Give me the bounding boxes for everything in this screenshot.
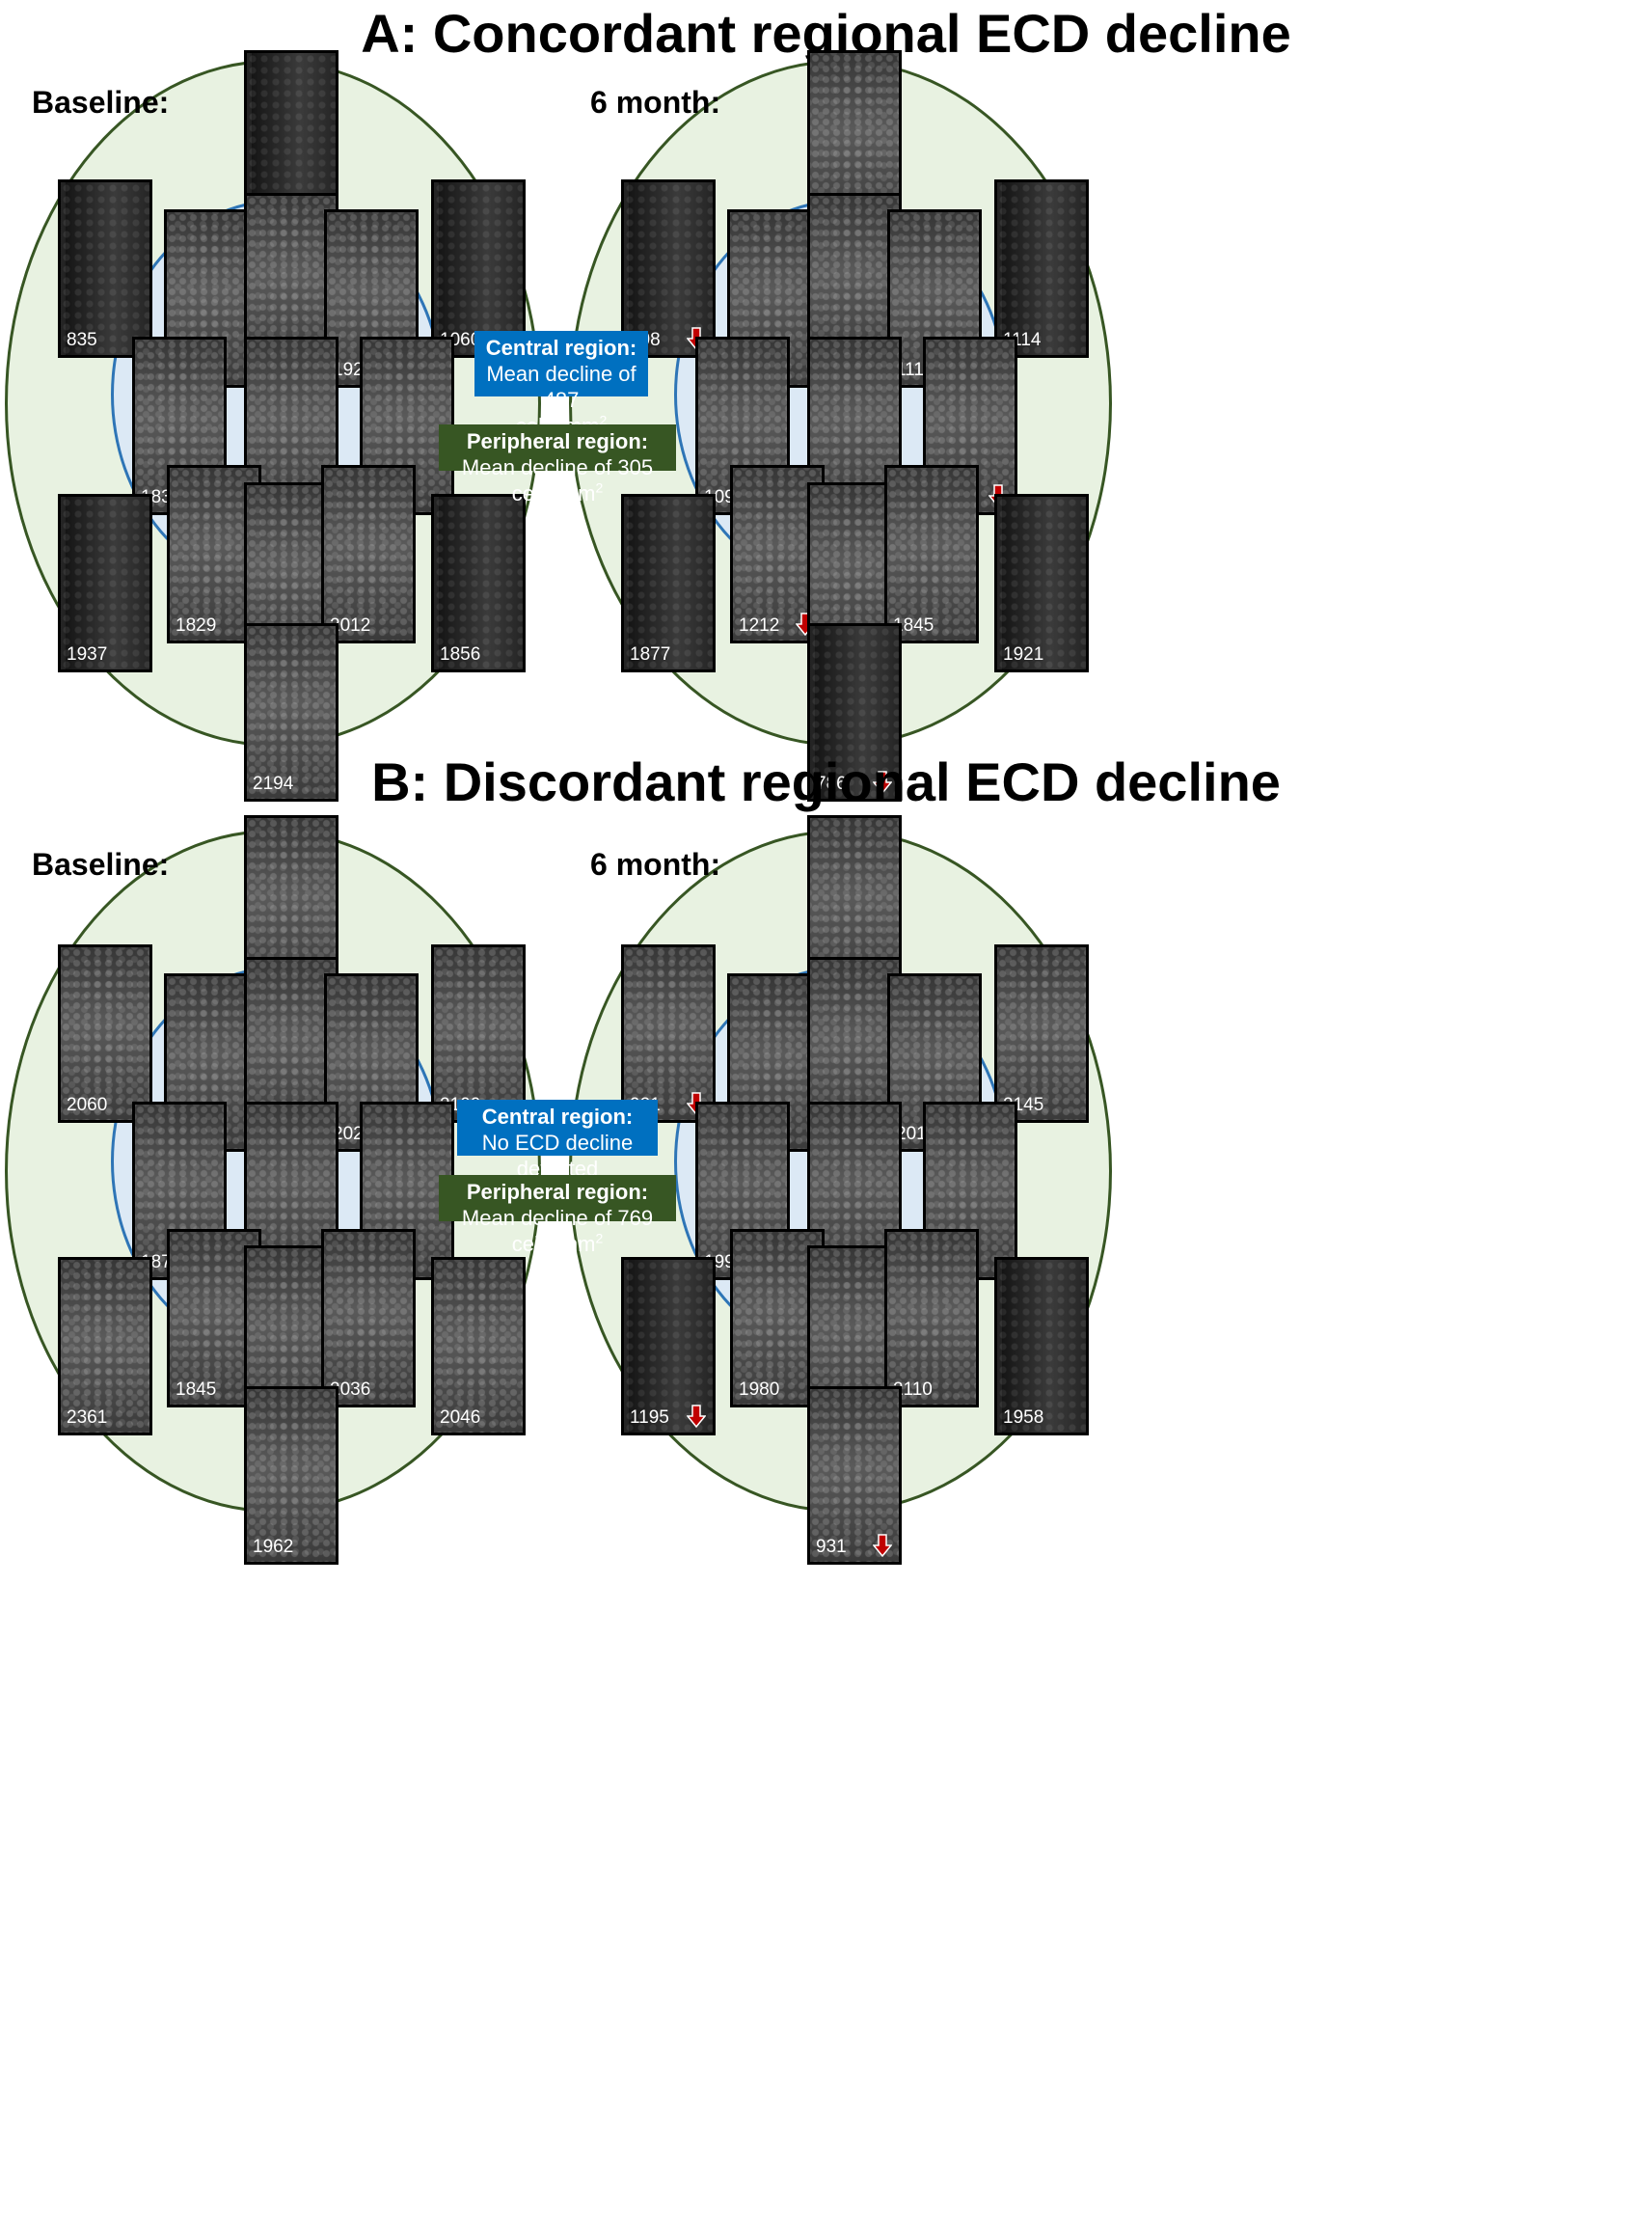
panel-b-title: B: Discordant regional ECD decline	[371, 751, 1281, 812]
endothelial-cell-image: 2145	[994, 944, 1089, 1123]
peripheral-summary-line1: Mean decline of 769 cells/mm2	[445, 1205, 670, 1257]
peripheral-summary-title: Peripheral region:	[466, 1180, 649, 1204]
endothelial-cell-image: 921	[621, 944, 716, 1123]
panel-a-central-summary: Central region: Mean decline of 487 cell…	[474, 331, 648, 438]
cell-density-value: 2194	[253, 774, 294, 794]
panel-a-baseline-label: Baseline:	[32, 85, 170, 120]
cell-density-value: 1980	[739, 1379, 780, 1400]
cell-density-value: 1856	[440, 644, 481, 665]
cell-density-value: 2110	[893, 1379, 933, 1400]
cell-density-value: 1921	[1003, 644, 1044, 665]
endothelial-cell-image: 1958	[994, 1257, 1089, 1435]
endothelial-cell-image: 2046	[431, 1257, 526, 1435]
cell-density-value: 1958	[1003, 1407, 1044, 1428]
cell-density-value: 786	[816, 774, 847, 794]
endothelial-cell-image: 786	[807, 623, 902, 802]
cell-density-value: 931	[816, 1537, 847, 1557]
endothelial-cell-image: 1962	[244, 1386, 339, 1565]
endothelial-cell-image: 835	[58, 179, 152, 358]
endothelial-cell-image: 798	[621, 179, 716, 358]
endothelial-cell-image: 2036	[321, 1229, 416, 1407]
cell-density-value: 2046	[440, 1407, 481, 1428]
panel-b-followup-label: 6 month:	[590, 847, 721, 882]
cell-density-value: 1195	[630, 1407, 669, 1428]
endothelial-cell-image: 1980	[730, 1229, 825, 1407]
panel-b-peripheral-summary: Peripheral region: Mean decline of 769 c…	[439, 1175, 676, 1256]
cell-density-value: 2060	[67, 1095, 108, 1115]
endothelial-cell-image: 1921	[994, 494, 1089, 672]
cell-density-value: 1962	[253, 1537, 294, 1557]
endothelial-cell-image: 1937	[58, 494, 152, 672]
endothelial-cell-image: 2060	[58, 944, 152, 1123]
cell-density-value: 2012	[330, 615, 371, 636]
unit-superscript: 2	[599, 412, 608, 428]
endothelial-cell-image: 1195	[621, 1257, 716, 1435]
endothelial-cell-image: 2100	[431, 944, 526, 1123]
cell-density-value: 2361	[67, 1407, 108, 1428]
endothelial-cell-image: 2110	[884, 1229, 979, 1407]
panel-b-baseline-label: Baseline:	[32, 847, 170, 882]
endothelial-cell-image: 2012	[321, 465, 416, 643]
endothelial-cell-image: 1845	[167, 1229, 261, 1407]
endothelial-cell-image: 2194	[244, 623, 339, 802]
cell-density-value: 1937	[67, 644, 108, 665]
cell-density-value: 2036	[330, 1379, 371, 1400]
panel-a-peripheral-summary: Peripheral region: Mean decline of 305 c…	[439, 424, 676, 505]
cell-density-value: 1845	[893, 615, 934, 636]
panel-b-central-summary: Central region: No ECD decline detected	[457, 1100, 658, 1181]
central-summary-line1: No ECD decline detected	[481, 1131, 634, 1181]
red-down-arrow-icon	[873, 771, 892, 794]
unit-superscript: 2	[595, 1230, 604, 1246]
endothelial-cell-image: 1212	[730, 465, 825, 643]
endothelial-cell-image: 1845	[884, 465, 979, 643]
cell-density-value: 1877	[630, 644, 671, 665]
peripheral-summary-text: Mean decline of 305 cells/mm	[461, 455, 654, 505]
red-down-arrow-icon	[873, 1534, 892, 1557]
cell-density-value: 1212	[739, 615, 780, 636]
panel-a-followup-label: 6 month:	[590, 85, 721, 120]
unit-superscript: 2	[595, 479, 604, 496]
cell-density-value: 1829	[176, 615, 217, 636]
cell-density-value: 1845	[176, 1379, 217, 1400]
endothelial-cell-image: 1877	[621, 494, 716, 672]
endothelial-cell-image: 1829	[167, 465, 261, 643]
red-down-arrow-icon	[687, 1405, 706, 1428]
endothelial-cell-image: 1856	[431, 494, 526, 672]
endothelial-cell-image: 1114	[994, 179, 1089, 358]
central-summary-title: Central region:	[481, 1105, 634, 1129]
central-summary-title: Central region:	[485, 336, 637, 360]
peripheral-summary-title: Peripheral region:	[466, 429, 649, 453]
peripheral-summary-text: Mean decline of 769 cells/mm	[461, 1206, 654, 1256]
peripheral-summary-line1: Mean decline of 305 cells/mm2	[445, 454, 670, 506]
endothelial-cell-image: 931	[807, 1386, 902, 1565]
endothelial-cell-image: 2361	[58, 1257, 152, 1435]
central-summary-line1: Mean decline of 487	[486, 362, 636, 412]
cell-density-value: 835	[67, 330, 97, 350]
